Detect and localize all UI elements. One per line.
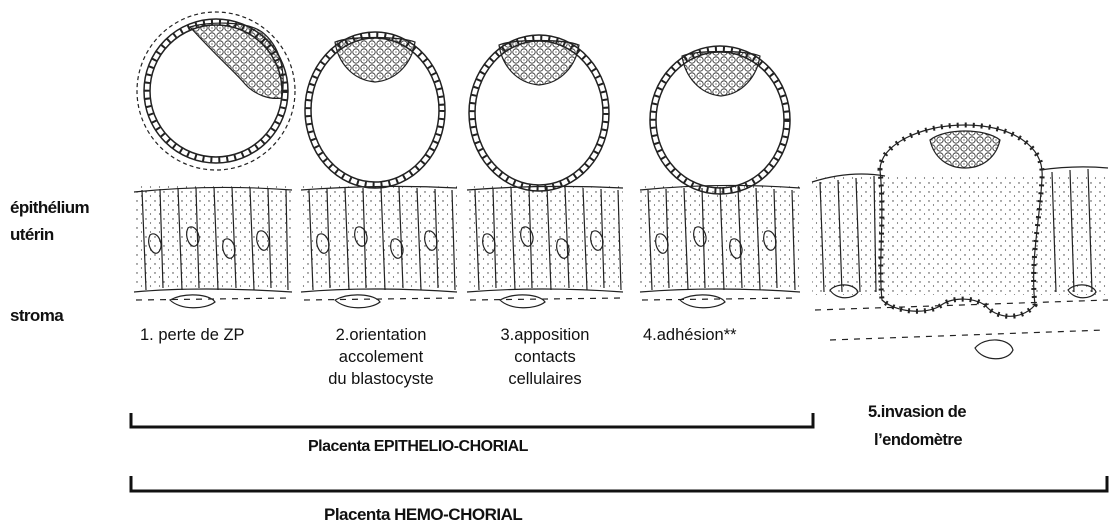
- blastocyst-3: [469, 35, 609, 191]
- blastocyst-2: [305, 32, 445, 188]
- bracket-hemo-chorial: [131, 476, 1107, 491]
- blastocyst-1: [137, 12, 295, 170]
- bracket-epithelio-chorial: [131, 413, 813, 427]
- label-stroma: stroma: [10, 306, 63, 326]
- epithelium-blocks: [134, 185, 800, 308]
- label-epithelium-line2: utérin: [10, 225, 54, 245]
- bracket-label-hemo: Placenta HEMO-CHORIAL: [324, 505, 522, 525]
- bracket-label-epithelio: Placenta EPITHELIO-CHORIAL: [308, 438, 528, 456]
- stage-2-label: 2.orientation accolement du blastocyste: [306, 324, 456, 390]
- stage-3-label: 3.apposition contacts cellulaires: [475, 324, 615, 390]
- stage-5-label: 5.invasion de l’endomètre: [868, 398, 966, 454]
- stage-4-label: 4.adhésion**: [643, 324, 737, 346]
- stage-1-label: 1. perte de ZP: [140, 324, 245, 346]
- label-epithelium-line1: épithélium: [10, 198, 89, 218]
- blastocyst-4: [650, 46, 790, 194]
- invasion-illustration: [812, 125, 1108, 359]
